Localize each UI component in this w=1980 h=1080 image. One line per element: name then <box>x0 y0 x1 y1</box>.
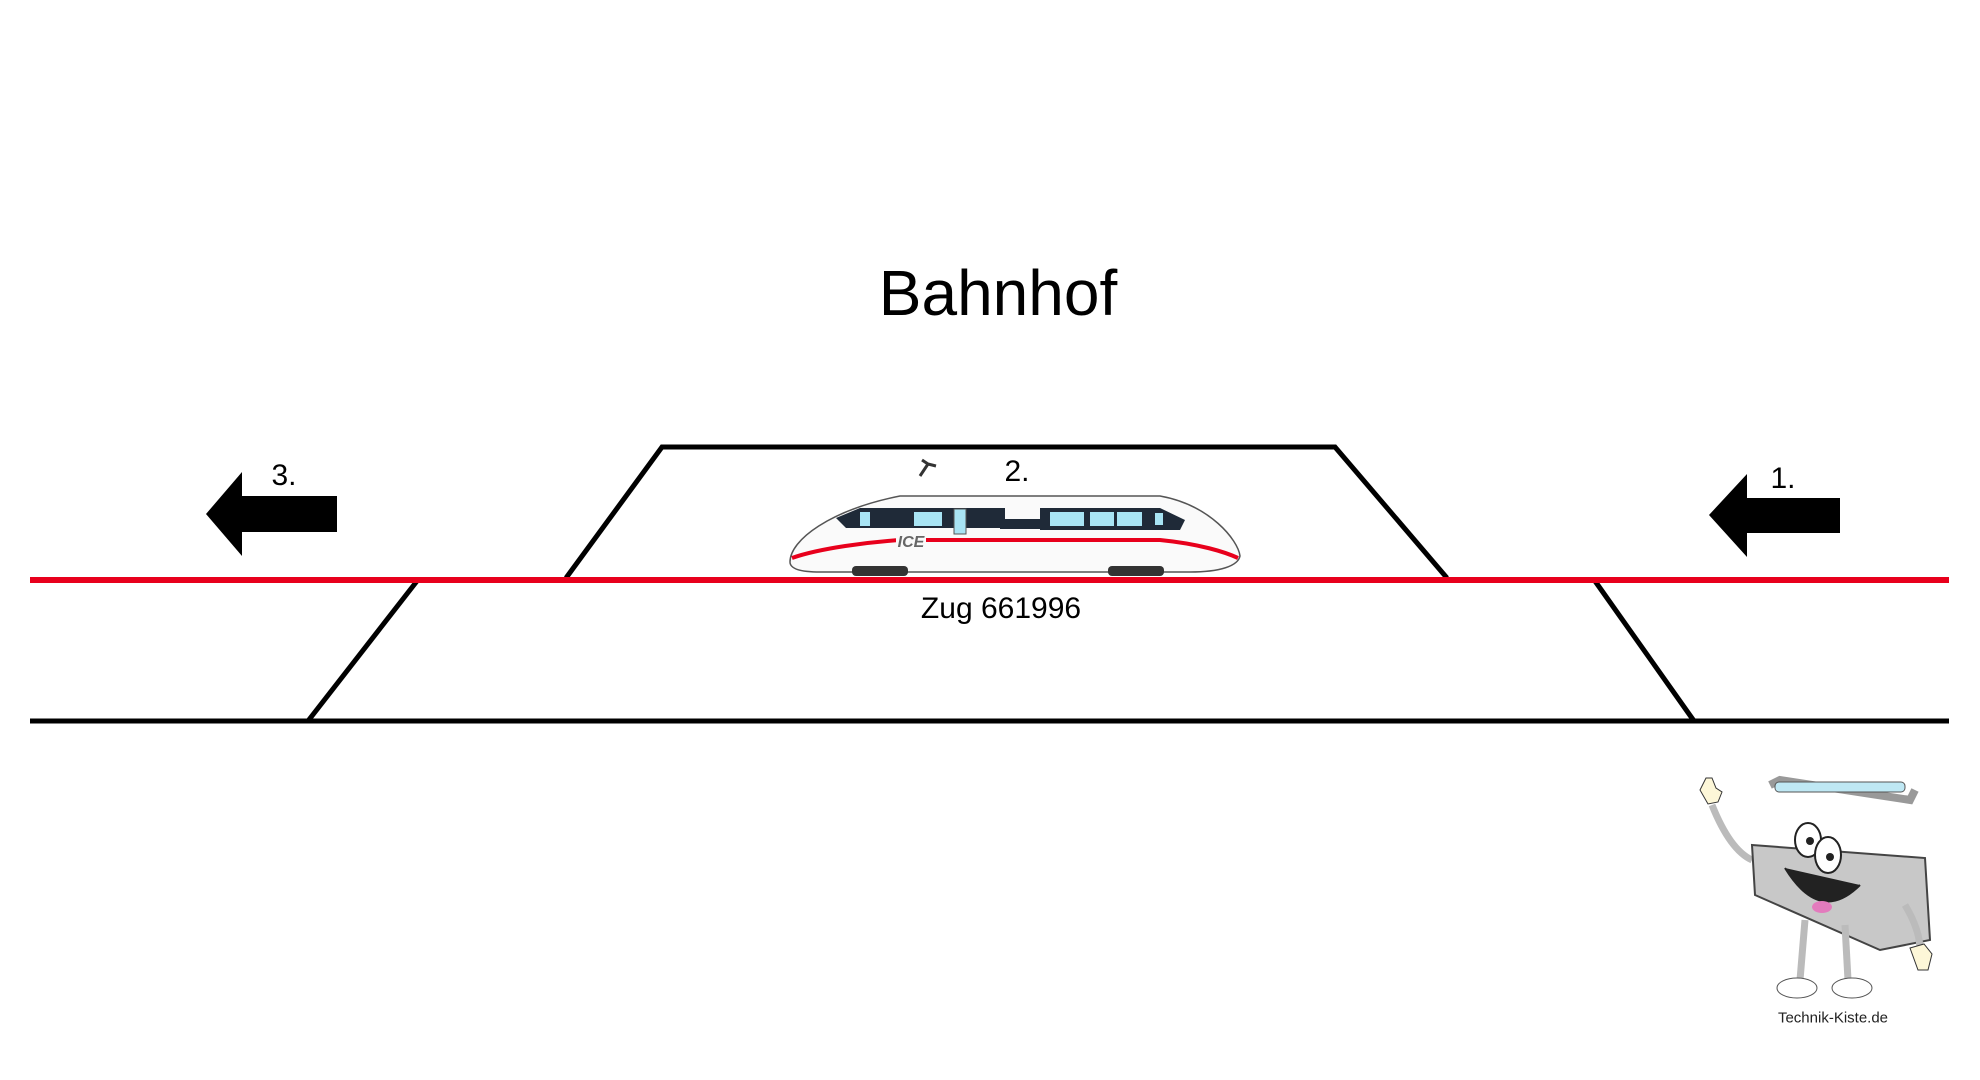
train-label: Zug 661996 <box>920 592 1082 625</box>
left-switch <box>306 579 419 723</box>
ice-logo: ICE <box>898 534 926 551</box>
ice-train: ICE <box>789 458 1241 576</box>
page-title: Bahnhof <box>878 257 1118 329</box>
step-2-label: 2. <box>1004 455 1030 488</box>
step-1-label: 1. <box>1770 462 1796 495</box>
site-credit: Technik-Kiste.de <box>1777 1009 1889 1027</box>
mascot-toolbox <box>1699 775 1933 999</box>
right-switch <box>1592 579 1697 723</box>
arrow-left-icon <box>206 472 337 556</box>
step-3-label: 3. <box>271 459 297 492</box>
platform-outline <box>563 444 1449 580</box>
arrow-left-icon <box>1709 474 1840 557</box>
